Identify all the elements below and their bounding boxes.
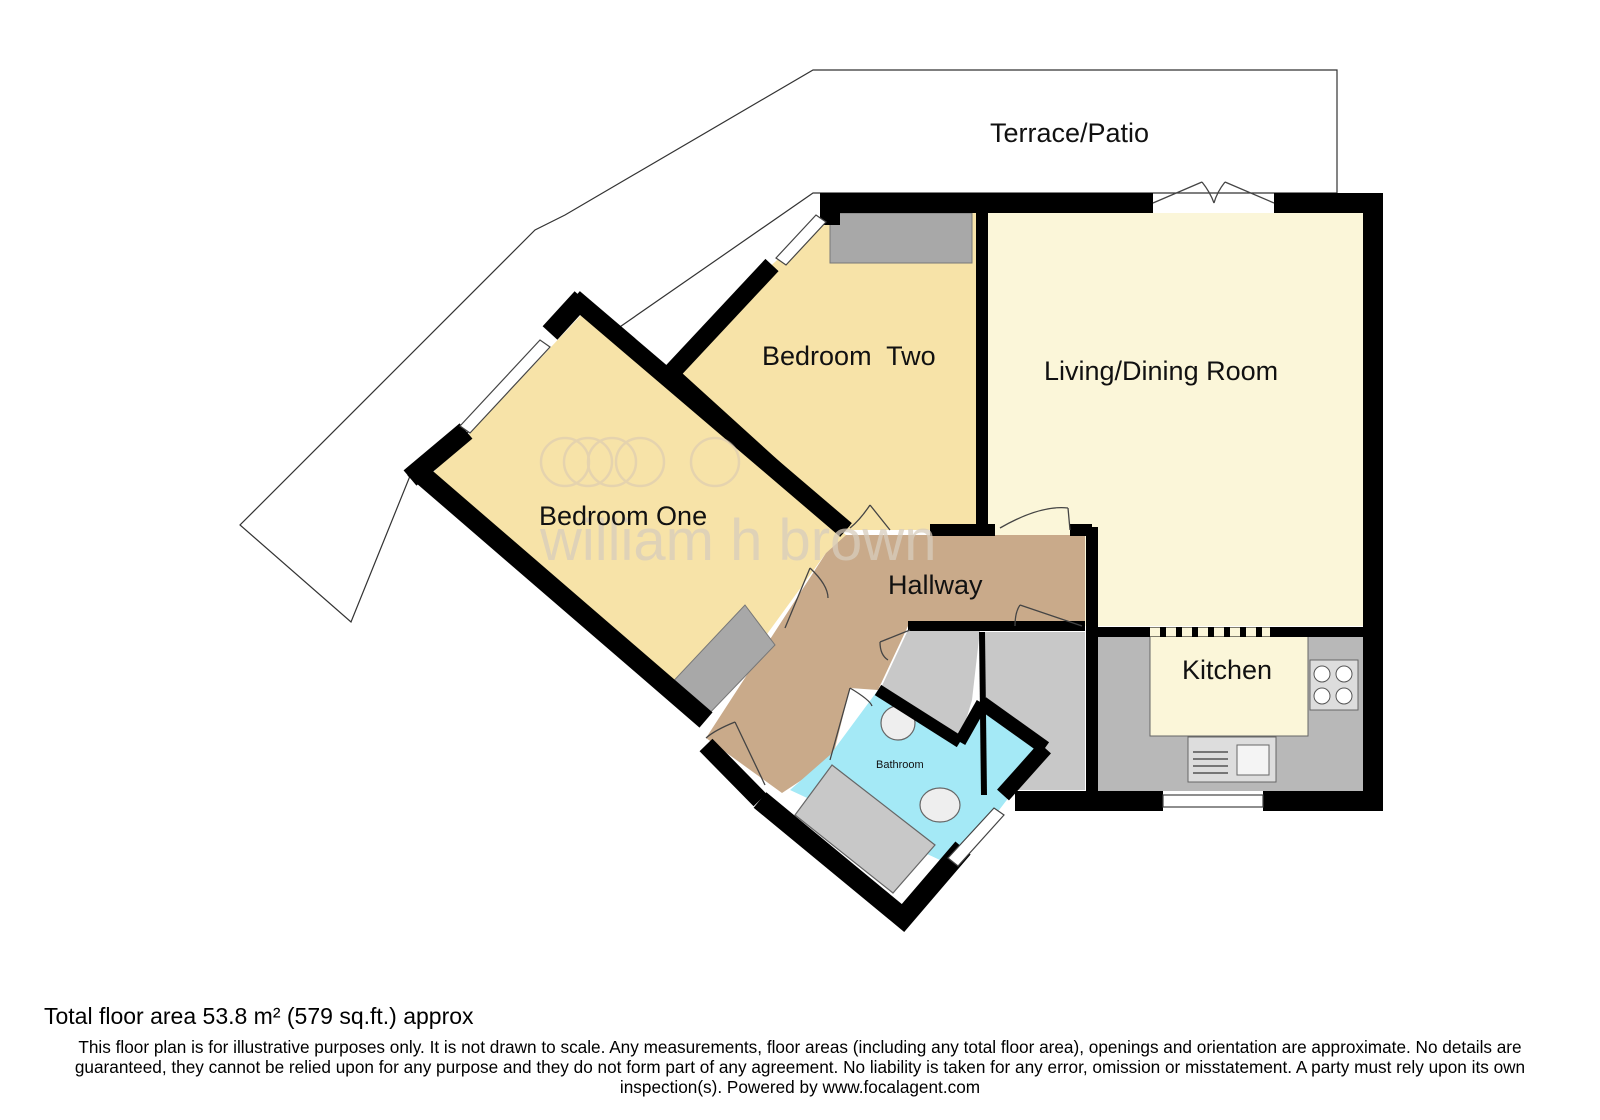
bathroom-label: Bathroom	[876, 759, 924, 771]
bathtub	[794, 764, 936, 894]
terrace-area	[239, 69, 1338, 624]
windows	[459, 214, 1264, 867]
hob-ring-4	[1335, 687, 1353, 705]
floor-plan: william h brown Terrace/Patio Bedroom Tw…	[239, 69, 1383, 932]
hallway-label: Hallway	[888, 570, 983, 600]
watermark	[539, 436, 741, 488]
doors	[705, 181, 1275, 786]
disclaimer-text: This floor plan is for illustrative purp…	[74, 1037, 1526, 1097]
hob-ring-1	[1313, 665, 1331, 683]
hallway-floor	[706, 535, 1085, 793]
kitchen-sink-bowl	[1236, 744, 1270, 776]
hob-ring-3	[1313, 687, 1331, 705]
kitchen-unit	[1149, 635, 1309, 737]
wardrobe-bedroom-two	[829, 212, 973, 264]
bedroom-one-label: Bedroom One	[539, 501, 707, 531]
cupboard-floor	[880, 630, 980, 740]
bedroom-two-label: Bedroom Two	[762, 341, 936, 371]
kitchen-label: Kitchen	[1182, 655, 1272, 685]
watermark-text: william h brown	[539, 508, 936, 573]
hob-ring-2	[1335, 665, 1353, 683]
walls	[403, 193, 1383, 932]
toilet	[919, 787, 961, 823]
living-dining-label: Living/Dining Room	[1044, 356, 1278, 386]
drainer-lines	[1193, 751, 1228, 774]
terrace-label: Terrace/Patio	[990, 118, 1149, 148]
total-floor-area: Total floor area 53.8 m² (579 sq.ft.) ap…	[44, 1003, 474, 1029]
